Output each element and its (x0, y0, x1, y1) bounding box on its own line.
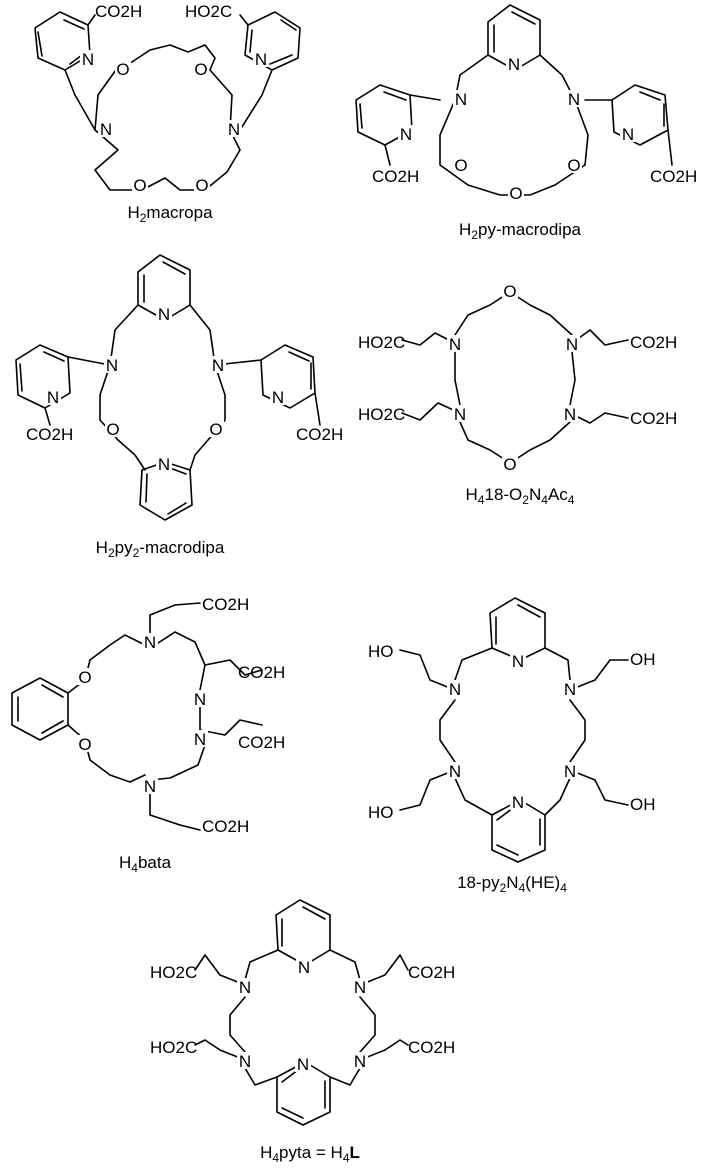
structure-pyta: N N N N N N HO2C CO2H HO2C CO2H H4pyta =… (150, 899, 455, 1165)
atom-pyridine-n: N (298, 958, 310, 977)
18-O2N4Ac4-atoms: O O N N N N HO2C CO2H HO2C CO2H (358, 282, 677, 474)
label-carboxyl: CO2H (238, 663, 285, 682)
atom-pyridine-n: N (272, 388, 284, 407)
label-carboxyl: CO2H (26, 425, 73, 444)
label-carboxyl: CO2H (408, 1038, 455, 1057)
structure-18-py2N4HE4: N N N N N N HO OH HO OH 18-py2N4(HE)4 (368, 597, 656, 895)
compound-name: H418-O2N4Ac4 (466, 485, 575, 507)
py2-macrodipa-atoms: N N N O O N N N CO2H CO2H (26, 305, 343, 474)
label-carboxyl: HO2C (150, 963, 197, 982)
18-py2N4HE4-bonds (399, 597, 629, 863)
atom-n: N (566, 335, 578, 354)
atom-o: O (195, 176, 208, 195)
atom-n: N (228, 120, 240, 139)
atom-n: N (449, 335, 461, 354)
atom-o: O (209, 420, 222, 439)
atom-n: N (144, 633, 156, 652)
label-hydroxyl: OH (630, 795, 656, 814)
label-carboxyl: CO2H (408, 963, 455, 982)
atom-o: O (133, 176, 146, 195)
atom-pyridine-n: N (158, 305, 170, 324)
label-hydroxyl: HO (368, 642, 394, 661)
structure-py-macrodipa: N N N O O O N N CO2H CO2H H2py-macrodipa (355, 4, 697, 242)
atom-n: N (354, 1052, 366, 1071)
macropa-atoms: O O N N O O N N CO2H HO2C (80, 2, 269, 195)
atom-o: O (106, 420, 119, 439)
atom-pyridine-n: N (512, 793, 524, 812)
atom-o: O (78, 735, 91, 754)
atom-n: N (106, 356, 118, 375)
label-carboxyl: HO2C (185, 2, 232, 21)
atom-n: N (144, 777, 156, 796)
structure-18-O2N4Ac4: O O N N N N HO2C CO2H HO2C CO2H H418-O2N… (358, 282, 677, 507)
atom-n: N (564, 680, 576, 699)
atom-pyridine-n: N (400, 125, 412, 144)
atom-n: N (354, 978, 366, 997)
label-carboxyl: HO2C (358, 333, 405, 352)
py-macrodipa-atoms: N N N O O O N N CO2H CO2H (372, 55, 697, 203)
atom-o: O (116, 60, 129, 79)
atom-o: O (454, 156, 467, 175)
structure-bata: O O N N N N CO2H CO2H CO2H CO2H H4bata (11, 595, 285, 875)
label-carboxyl: CO2H (95, 2, 142, 21)
atom-n: N (194, 730, 206, 749)
atom-n: N (449, 762, 461, 781)
label-carboxyl: CO2H (296, 425, 343, 444)
atom-n: N (449, 680, 461, 699)
label-carboxyl: HO2C (150, 1038, 197, 1057)
compound-name: H2macropa (127, 203, 213, 225)
bata-atoms: O O N N N N CO2H CO2H CO2H CO2H (77, 595, 285, 836)
atom-n: N (564, 405, 576, 424)
atom-pyridine-n: N (82, 50, 94, 69)
label-hydroxyl: OH (630, 650, 656, 669)
atom-o: O (503, 282, 516, 301)
compound-name: H2py-macrodipa (459, 220, 582, 242)
atom-o: O (503, 455, 516, 474)
structure-py2-macrodipa: N N N O O N N N CO2H CO2H H2py2-macrodip… (15, 254, 343, 560)
atom-n: N (455, 90, 467, 109)
atom-pyridine-n: N (622, 125, 634, 144)
atom-pyridine-n: N (297, 1055, 309, 1074)
label-carboxyl: CO2H (650, 167, 697, 186)
compound-name: H4pyta = H4L (260, 1143, 360, 1165)
label-carboxyl: CO2H (202, 595, 249, 614)
18-O2N4Ac4-bonds (401, 291, 629, 464)
macropa-bonds (34, 11, 301, 191)
atom-o: O (194, 60, 207, 79)
label-carboxyl: CO2H (238, 733, 285, 752)
18-py2N4HE4-atoms: N N N N N N HO OH HO OH (368, 642, 656, 822)
label-carboxyl: CO2H (202, 817, 249, 836)
atom-n: N (212, 356, 224, 375)
label-carboxyl: CO2H (372, 167, 419, 186)
atom-n: N (564, 762, 576, 781)
structure-macropa: O O N N O O N N CO2H HO2C H2macropa (34, 2, 301, 225)
pyta-bonds (194, 899, 409, 1126)
atom-o: O (509, 184, 522, 203)
atom-n: N (239, 1052, 251, 1071)
atom-o: O (78, 668, 91, 687)
label-carboxyl: HO2C (358, 405, 405, 424)
atom-n: N (454, 405, 466, 424)
atom-pyridine-n: N (512, 652, 524, 671)
atom-o: O (567, 156, 580, 175)
compound-name: 18-py2N4(HE)4 (457, 873, 567, 895)
atom-pyridine-n: N (255, 50, 267, 69)
py2-macrodipa-bonds (15, 254, 321, 521)
atom-n: N (239, 978, 251, 997)
label-hydroxyl: HO (368, 803, 394, 822)
atom-pyridine-n: N (508, 55, 520, 74)
label-carboxyl: CO2H (630, 333, 677, 352)
compound-name: H2py2-macrodipa (96, 538, 225, 560)
pyta-atoms: N N N N N N HO2C CO2H HO2C CO2H (150, 958, 455, 1074)
atom-n: N (568, 90, 580, 109)
atom-n: N (194, 690, 206, 709)
atom-pyridine-n: N (47, 388, 59, 407)
atom-pyridine-n: N (158, 455, 170, 474)
bata-bonds (11, 602, 263, 831)
compound-name: H4bata (119, 853, 172, 875)
label-carboxyl: CO2H (630, 409, 677, 428)
atom-n: N (100, 120, 112, 139)
